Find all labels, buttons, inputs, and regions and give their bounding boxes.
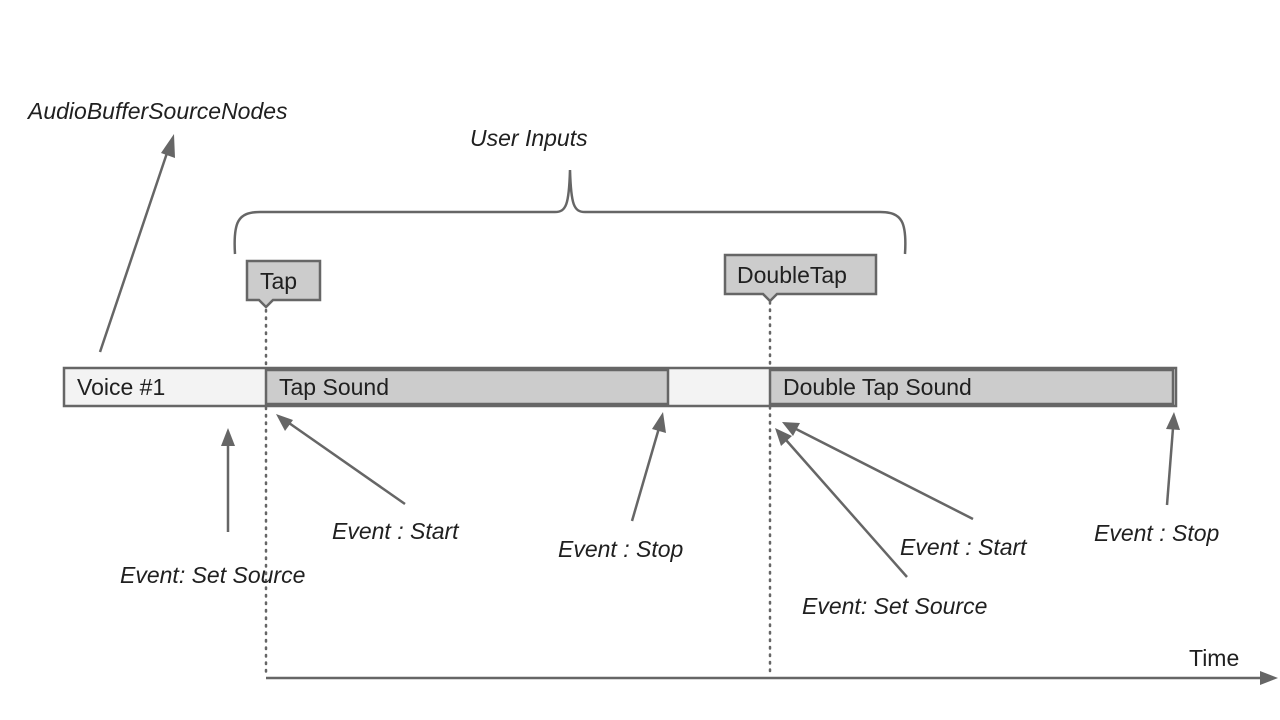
stop-1-arrow xyxy=(630,412,666,522)
user-inputs-label: User Inputs xyxy=(470,125,588,151)
voice-label: Voice #1 xyxy=(77,374,165,400)
double-tap-input-label: DoubleTap xyxy=(737,262,847,288)
event-stop-1-label: Event : Stop xyxy=(558,536,684,562)
double-tap-input-callout: DoubleTap xyxy=(723,253,878,303)
set-source-1-arrow xyxy=(221,428,235,532)
event-start-2-label: Event : Start xyxy=(900,534,1028,560)
user-inputs-brace xyxy=(233,169,907,255)
time-axis xyxy=(266,671,1278,685)
double-tap-sound-label: Double Tap Sound xyxy=(783,374,972,400)
start-1-arrow xyxy=(276,414,406,506)
tap-sound-segment xyxy=(264,368,670,406)
tap-sound-label: Tap Sound xyxy=(279,374,389,400)
event-stop-2-label: Event : Stop xyxy=(1094,520,1220,546)
nodes-arrow xyxy=(98,134,175,353)
audio-buffer-source-nodes-label: AudioBufferSourceNodes xyxy=(26,98,288,124)
tap-input-label: Tap xyxy=(260,268,297,294)
time-axis-label: Time xyxy=(1189,645,1239,671)
event-start-1-label: Event : Start xyxy=(332,518,460,544)
tap-input-callout: Tap xyxy=(245,259,322,309)
set-source-2-arrow xyxy=(775,428,908,578)
event-set-source-2-label: Event: Set Source xyxy=(802,593,987,619)
event-set-source-1-label: Event: Set Source xyxy=(120,562,305,588)
start-2-arrow xyxy=(782,422,974,521)
double-tap-sound-segment xyxy=(768,368,1175,406)
stop-2-arrow xyxy=(1165,412,1180,506)
